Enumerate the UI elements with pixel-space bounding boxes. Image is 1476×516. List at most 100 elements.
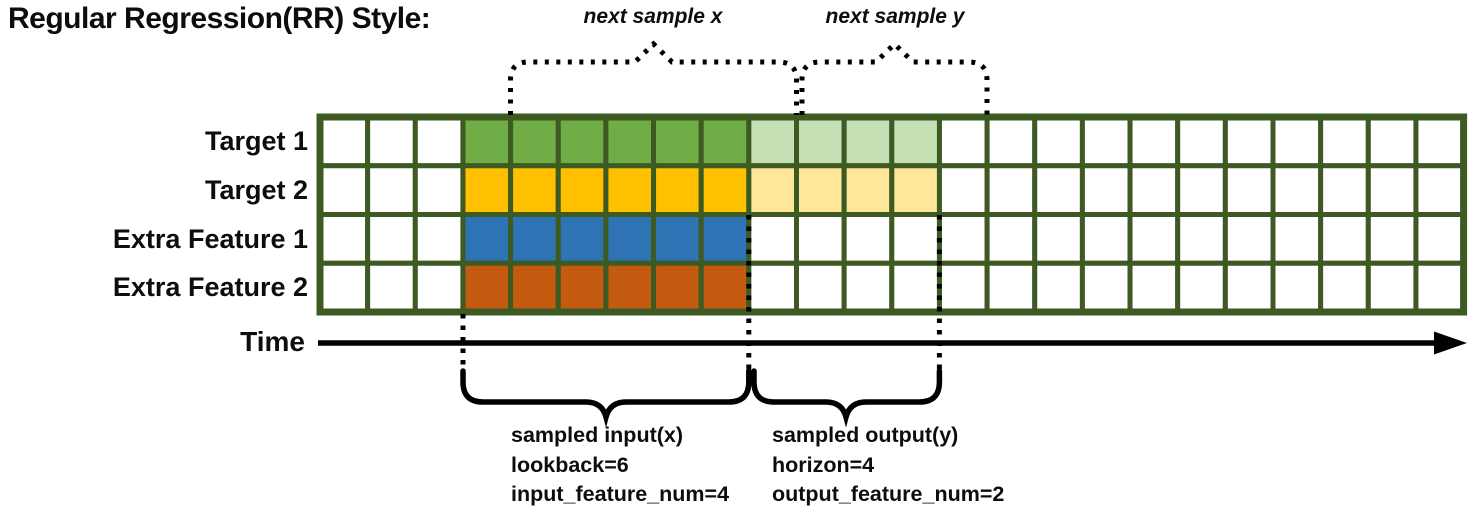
grid-cell [1318,163,1371,217]
grid-cell [1175,163,1228,217]
grid-cell [1318,212,1371,266]
grid-cell [651,212,704,266]
grid-cell [365,212,418,266]
grid-cell [984,212,1038,266]
grid-cell [603,260,657,315]
grid-cell [936,163,990,217]
grid-outline [316,113,1468,316]
time-axis-label: Time [240,326,305,357]
grid-cell [1222,212,1276,266]
grid-cell [1127,260,1181,315]
grid-cell [889,212,942,266]
grid-cell [984,114,1038,169]
grid-cell [412,212,466,266]
grid-cell [1175,114,1228,169]
grid-cell [746,212,799,266]
grid-cell [841,114,895,169]
grid-cell [317,163,371,217]
grid-cell [1413,212,1467,266]
grid-cell [651,260,704,315]
grid-cell [984,163,1038,217]
grid-cell [794,114,847,169]
grid-cell [508,260,561,315]
grid-cell [746,114,799,169]
grid-cell [1365,163,1419,217]
grid-cell [1079,114,1133,169]
sampled-output-annotation: sampled output(y) horizon=4 output_featu… [772,421,1004,510]
sampled-input-brace [460,368,752,428]
next-sample-y-label: next sample y [825,5,965,28]
grid-cell [1365,212,1419,266]
grid-cell [1270,212,1324,266]
page-title: Regular Regression(RR) Style: [8,2,431,35]
grid-cell [365,114,418,169]
grid-cell [555,260,609,315]
grid-cell [365,163,418,217]
grid-cell [698,260,752,315]
grid-cell [1222,114,1276,169]
grid-cell [1175,212,1228,266]
grid-cell [603,163,657,217]
grid-cell [1032,114,1085,169]
grid-cell [1365,114,1419,169]
grid-cell [698,212,752,266]
row-label-target-2: Target 2 [204,175,308,205]
grid-cell [412,114,466,169]
next-sample-x-label: next sample x [583,5,723,28]
sampled-output-title: sampled output(y) [772,423,959,447]
grid-cell [317,212,371,266]
row-label-extra-feature-1: Extra Feature 1 [112,224,308,254]
grid-cell [365,260,418,315]
row-label-extra-feature-2: Extra Feature 2 [112,272,308,302]
grid-cell [1270,114,1324,169]
grid-cell [555,212,609,266]
grid-cell [1413,260,1467,315]
grid-cell [794,212,847,266]
grid-cell [889,163,942,217]
grid-cell [508,163,561,217]
sampled-input-title: sampled input(x) [511,423,684,447]
grid-cell [460,163,514,217]
horizon-value: horizon=4 [772,452,875,477]
grid-cell [1032,260,1085,315]
grid-cell [460,114,514,169]
grid-cell [984,260,1038,315]
grid-cell [794,260,847,315]
grid-cell [412,163,466,217]
grid-cell [1127,163,1181,217]
grid-cell [794,163,847,217]
grid-cell [1127,212,1181,266]
grid-cell [1270,260,1324,315]
grid-cell [889,114,942,169]
next-sample-x-brace [508,40,799,115]
grid-cell [841,260,895,315]
grid-cell [1032,163,1085,217]
grid-cell [746,163,799,217]
grid-cell [460,260,514,315]
lookback-value: lookback=6 [511,452,629,477]
grid-cell [1079,163,1133,217]
grid-cell [555,114,609,169]
next-sample-y-brace [799,40,990,115]
grid-cell [412,260,466,315]
grid-cell [698,163,752,217]
grid-cell [841,163,895,217]
sampled-output-brace [751,368,943,428]
grid-cell [603,114,657,169]
sampled-input-annotation: sampled input(x) lookback=6 input_featur… [511,421,729,510]
grid-cell [936,260,990,315]
grid-cell [1127,114,1181,169]
grid-cell [508,114,561,169]
grid-cell [508,212,561,266]
grid-cell [651,163,704,217]
grid-cell [1365,260,1419,315]
sample-grid [317,114,1467,315]
input-feature-num-value: input_feature_num=4 [511,482,730,506]
grid-cell [936,114,990,169]
grid-cell [746,260,799,315]
row-label-target-1: Target 1 [204,126,308,156]
grid-cell [1270,163,1324,217]
grid-cell [603,212,657,266]
